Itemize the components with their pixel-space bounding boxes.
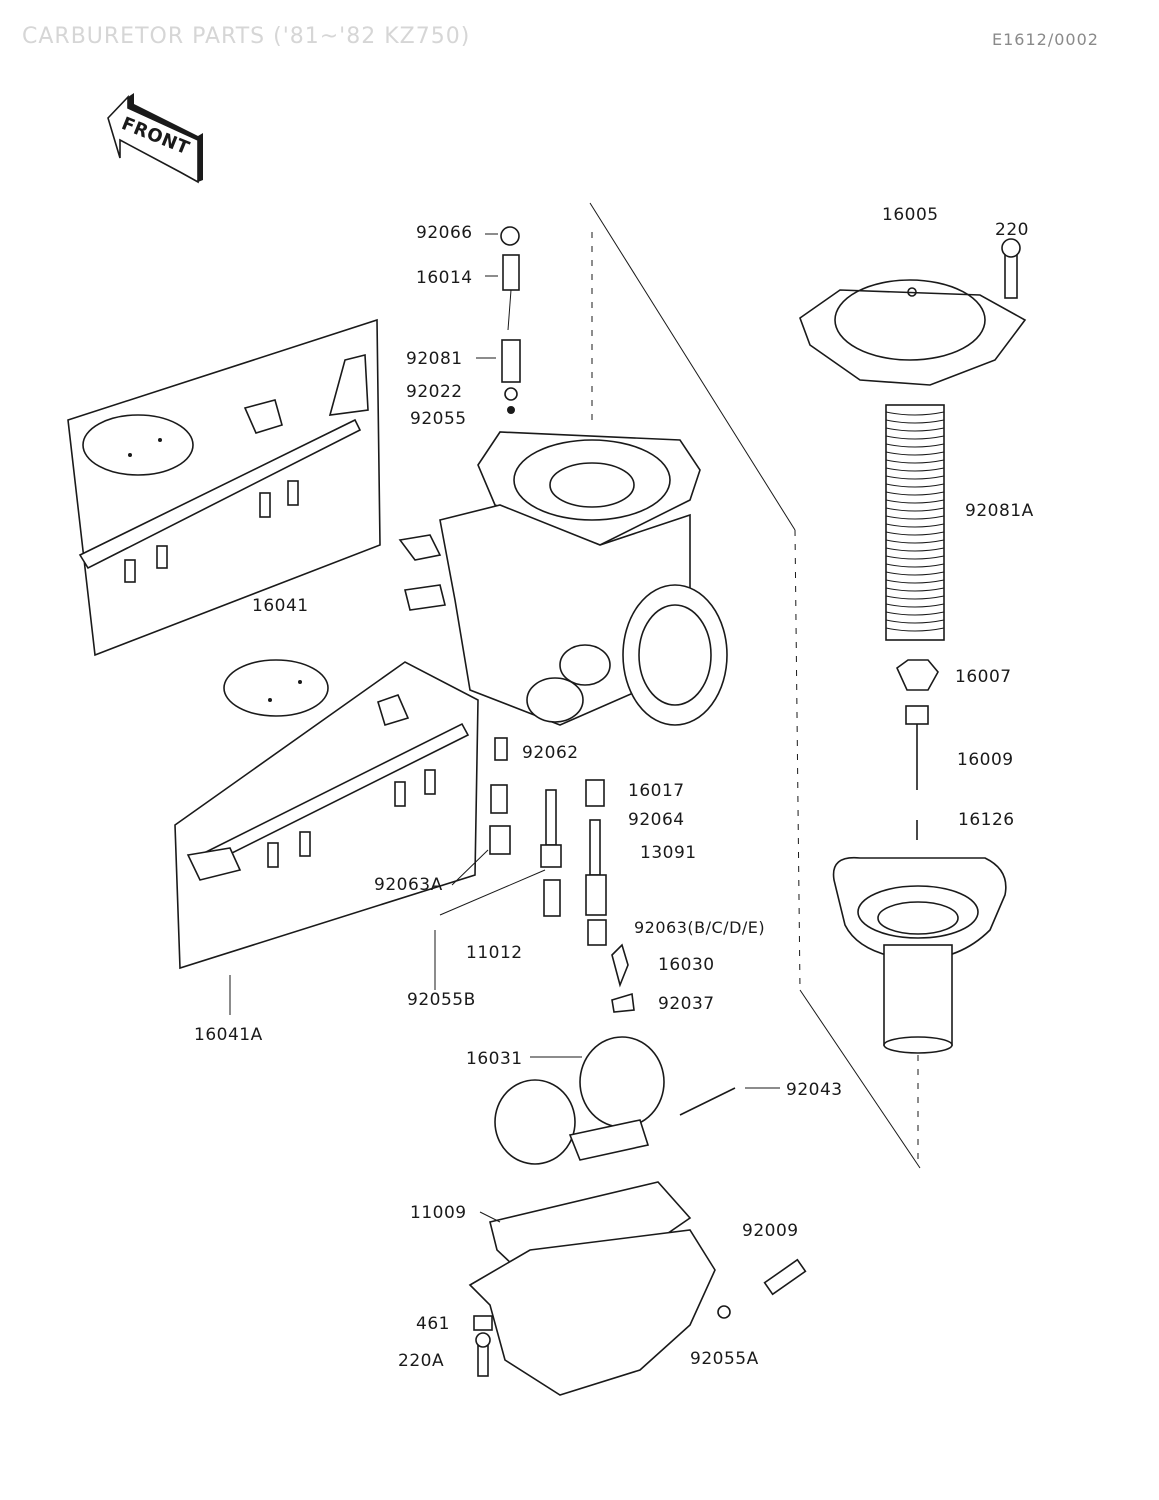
part-92055A-shape xyxy=(717,1305,731,1319)
label-92081: 92081 xyxy=(406,349,463,369)
part-92022-shape xyxy=(504,387,518,401)
part-16007-shape xyxy=(896,659,939,691)
label-11009: 11009 xyxy=(410,1203,467,1223)
part-92055-shape xyxy=(507,406,515,414)
label-92055B: 92055B xyxy=(407,990,476,1010)
label-16041A: 16041A xyxy=(194,1025,263,1045)
label-16030: 16030 xyxy=(658,955,715,975)
part-92066-shape xyxy=(500,226,520,246)
front-arrow-icon: FRONT xyxy=(107,93,203,184)
part-16031-shape xyxy=(579,1036,665,1128)
division-line xyxy=(589,202,921,1169)
part-92062-shape xyxy=(494,737,508,761)
label-220A: 220A xyxy=(398,1351,444,1371)
page-title: CARBURETOR PARTS ('81~'82 KZ750) xyxy=(22,24,471,49)
part-92063A-shape xyxy=(489,825,511,855)
part-16017-shape xyxy=(585,779,605,807)
kit-16041 xyxy=(67,318,381,657)
label-16126: 16126 xyxy=(958,810,1015,830)
part-92009-shape xyxy=(763,1258,807,1296)
label-16005: 16005 xyxy=(882,205,939,225)
part-11012-shape xyxy=(545,789,557,846)
part-16030-shape xyxy=(611,943,629,988)
part-92063B-shape xyxy=(587,919,607,946)
label-461: 461 xyxy=(416,1314,450,1334)
part-92081A-spring xyxy=(885,404,945,641)
label-92009: 92009 xyxy=(742,1221,799,1241)
label-16009: 16009 xyxy=(957,750,1014,770)
label-16041: 16041 xyxy=(252,596,309,616)
label-92063A: 92063A xyxy=(374,875,443,895)
label-92055: 92055 xyxy=(410,409,467,429)
part-92037-shape xyxy=(611,992,635,1013)
label-92043: 92043 xyxy=(786,1080,843,1100)
label-16031: 16031 xyxy=(466,1049,523,1069)
part-13091-shape xyxy=(589,819,601,876)
label-16014: 16014 xyxy=(416,268,473,288)
label-92081A: 92081A xyxy=(965,501,1034,521)
label-11012: 11012 xyxy=(466,943,523,963)
carburetor-body xyxy=(398,431,728,726)
label-92066: 92066 xyxy=(416,223,473,243)
label-16017: 16017 xyxy=(628,781,685,801)
part-16005-shape xyxy=(799,289,1027,386)
label-92064: 92064 xyxy=(628,810,685,830)
part-92043-shape xyxy=(679,1087,736,1116)
label-92037: 92037 xyxy=(658,994,715,1014)
diagram-code: E1612/0002 xyxy=(992,30,1099,49)
label-220: 220 xyxy=(995,220,1029,240)
part-16126-shape xyxy=(832,856,1007,961)
part-92081-shape xyxy=(501,339,521,383)
part-16009-shape xyxy=(905,705,929,725)
label-92062: 92062 xyxy=(522,743,579,763)
label-92022: 92022 xyxy=(406,382,463,402)
part-461-shape xyxy=(473,1315,493,1331)
label-92055A: 92055A xyxy=(690,1349,759,1369)
kit-16041A xyxy=(174,659,479,970)
part-16014-shape xyxy=(502,254,520,291)
label-92063B: 92063(B/C/D/E) xyxy=(634,918,765,937)
label-16007: 16007 xyxy=(955,667,1012,687)
label-13091: 13091 xyxy=(640,843,697,863)
part-labels: 92066 16014 92081 92022 92055 16005 220 … xyxy=(194,205,1034,1371)
